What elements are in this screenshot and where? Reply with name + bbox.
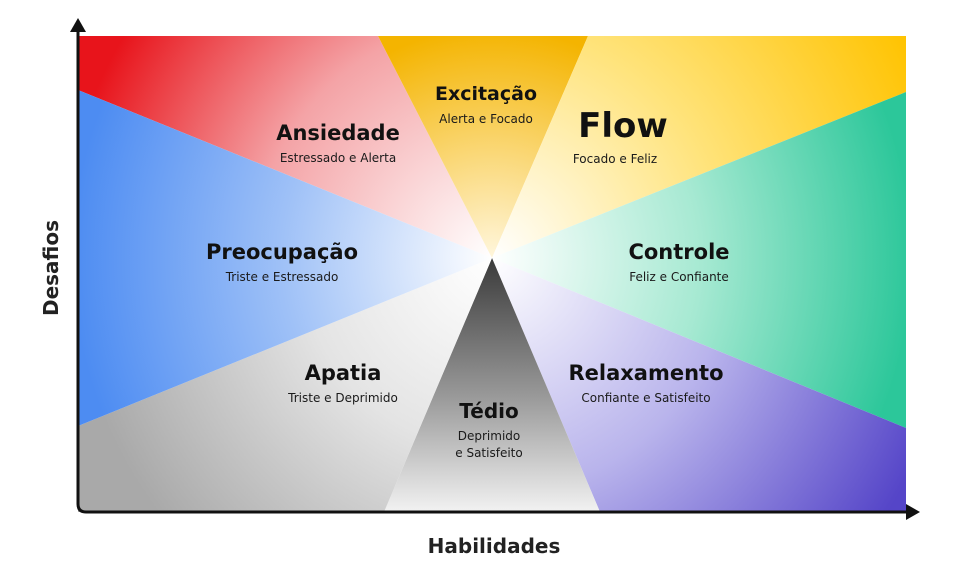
sector-apatia: [78, 258, 492, 512]
flow-subtitle: Focado e Feliz: [573, 152, 657, 166]
sector-relaxamento: [492, 258, 906, 512]
relaxamento-title: Relaxamento: [568, 361, 723, 385]
apatia-subtitle: Triste e Deprimido: [287, 391, 398, 405]
y-axis-line: [76, 30, 906, 514]
flow-title: Flow: [578, 106, 668, 146]
ansiedade-title: Ansiedade: [276, 121, 400, 145]
sector-excitacao: [378, 36, 588, 258]
sector-tedio: [384, 258, 600, 512]
ansiedade-subtitle: Estressado e Alerta: [280, 151, 396, 165]
sector-preocupacao: [78, 90, 492, 426]
sector-ansiedade: [78, 36, 492, 258]
preocupacao-title: Preocupação: [206, 240, 358, 264]
tedio-subtitle-line1: Deprimido: [458, 429, 521, 443]
y-axis-arrow-icon: [70, 18, 86, 32]
x-axis-label: Habilidades: [428, 534, 561, 558]
controle-subtitle: Feliz e Confiante: [629, 270, 729, 284]
preocupacao-subtitle: Triste e Estressado: [225, 270, 339, 284]
y-axis-label: Desafios: [39, 220, 63, 316]
tedio-title: Tédio: [459, 399, 518, 423]
relaxamento-subtitle: Confiante e Satisfeito: [581, 391, 710, 405]
controle-title: Controle: [628, 240, 729, 264]
tedio-subtitle-line2: e Satisfeito: [455, 446, 522, 460]
sector-controle: [492, 92, 906, 428]
apatia-title: Apatia: [305, 361, 382, 385]
sector-flow: [492, 36, 906, 258]
excitacao-subtitle: Alerta e Focado: [439, 112, 533, 126]
x-axis-arrow-icon: [906, 504, 920, 520]
excitacao-title: Excitação: [435, 83, 537, 105]
